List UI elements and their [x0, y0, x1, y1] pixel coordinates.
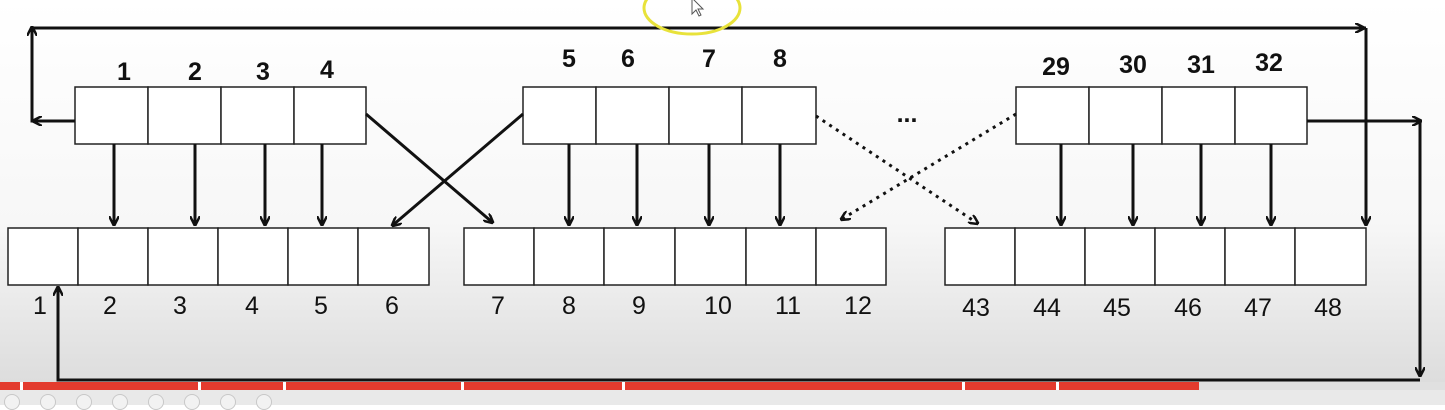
down-arrows: [114, 144, 1271, 224]
bottom-label: 1: [33, 292, 47, 320]
arrow: [393, 112, 524, 225]
chapter-marker: [283, 382, 286, 390]
player-control-icon[interactable]: [112, 394, 128, 410]
arrow: [365, 112, 492, 222]
bottom-label: 43: [962, 294, 990, 322]
top-group-1: [74, 86, 367, 145]
bottom-label: 6: [385, 292, 399, 320]
bottom-label: 11: [775, 292, 801, 320]
player-control-icon[interactable]: [4, 394, 20, 410]
bottom-group-1: [7, 227, 430, 286]
arrow: [815, 114, 977, 223]
top-label: 32: [1255, 49, 1283, 77]
top-label: 31: [1187, 51, 1215, 79]
top-label: 1: [117, 58, 131, 86]
top-group-2: [522, 86, 817, 145]
bottom-labels-group-3: 43 44 45 46 47 48: [962, 294, 1342, 322]
top-labels-group-3: 29 30 31 32: [1042, 49, 1283, 81]
bottom-labels-group-1: 1 2 3 4 5 6: [33, 292, 399, 320]
top-label: 4: [320, 56, 334, 84]
chapter-marker: [622, 382, 625, 390]
bottom-label: 45: [1103, 294, 1131, 322]
top-label: 2: [188, 58, 202, 86]
bottom-label: 9: [632, 292, 646, 320]
top-labels-group-1: 1 2 3 4: [117, 56, 334, 86]
arrow: [58, 288, 1420, 382]
bottom-label: 10: [704, 292, 732, 320]
player-control-icon[interactable]: [184, 394, 200, 410]
cursor-highlight: [642, 0, 742, 36]
bottom-label: 4: [245, 292, 259, 320]
chapter-marker: [461, 382, 464, 390]
player-control-icon[interactable]: [148, 394, 164, 410]
chapter-marker: [20, 382, 23, 390]
bottom-label: 3: [173, 292, 187, 320]
top-group-3: [1015, 86, 1308, 145]
top-label: 7: [702, 45, 716, 73]
video-progress-bar[interactable]: [0, 382, 1445, 390]
player-control-icon[interactable]: [76, 394, 92, 410]
bottom-labels-group-2: 7 8 9 10 11 12: [491, 292, 872, 320]
chapter-marker: [962, 382, 965, 390]
bottom-label: 47: [1244, 294, 1272, 322]
top-label: 30: [1119, 51, 1147, 79]
bottom-label: 2: [103, 292, 117, 320]
bottom-label: 7: [491, 292, 505, 320]
video-player-bar: [0, 382, 1445, 410]
diagonal-arrows: [365, 112, 524, 225]
cursor-icon: [691, 0, 705, 17]
top-label: 6: [621, 45, 635, 73]
top-label: 8: [773, 45, 787, 73]
top-label: 29: [1042, 53, 1070, 81]
player-control-icon[interactable]: [256, 394, 272, 410]
wrap-arrows: [32, 28, 1420, 382]
bottom-label: 44: [1033, 294, 1061, 322]
top-labels-group-2: 5 6 7 8: [562, 45, 787, 73]
top-label: 5: [562, 45, 576, 73]
chapter-marker: [1056, 382, 1059, 390]
dotted-arrows: [815, 112, 1017, 223]
bottom-group-3: [944, 227, 1367, 286]
bottom-label: 48: [1314, 294, 1342, 322]
bottom-label: 8: [562, 292, 576, 320]
arrow: [32, 28, 75, 123]
player-control-icon[interactable]: [220, 394, 236, 410]
bottom-label: 46: [1174, 294, 1202, 322]
bottom-label: 5: [314, 292, 328, 320]
video-progress-fill: [0, 382, 1200, 390]
bottom-label: 12: [844, 292, 872, 320]
bottom-group-2: [463, 227, 887, 286]
player-control-icon[interactable]: [40, 394, 56, 410]
chapter-marker: [198, 382, 201, 390]
ellipsis: ...: [897, 100, 918, 128]
arrow: [842, 112, 1017, 219]
top-label: 3: [256, 58, 270, 86]
